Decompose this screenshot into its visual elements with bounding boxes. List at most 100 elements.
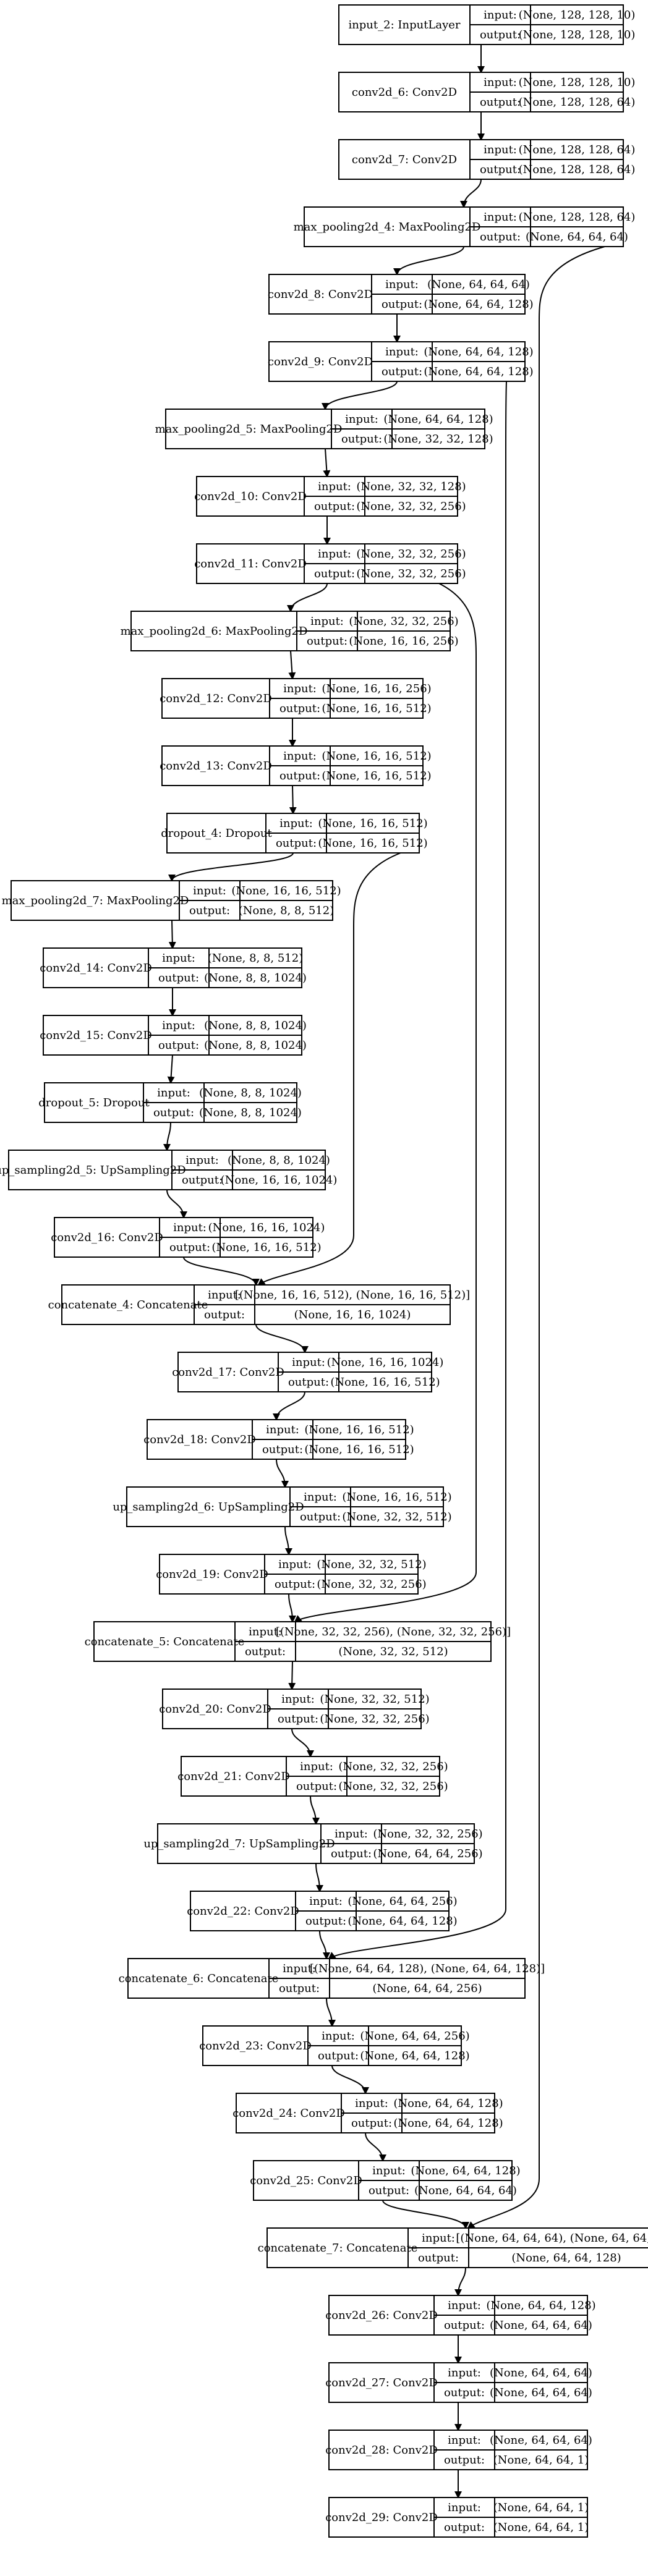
output-shape: (None, 32, 32, 256) <box>338 1780 448 1793</box>
layer-name: max_pooling2d_5: MaxPooling2D <box>155 423 343 436</box>
layer-node-concatenate_6: concatenate_6: Concatenateinput:output:[… <box>119 1958 545 1999</box>
output-shape: (None, 64, 64, 256) <box>373 1847 482 1860</box>
input-shape: (None, 64, 64, 128) <box>411 2164 520 2177</box>
output-shape: (None, 32, 32, 256) <box>320 1713 429 1726</box>
output-label: output: <box>331 1847 372 1860</box>
input-shape: (None, 64, 64, 128) <box>393 2097 503 2110</box>
output-label: output: <box>418 2252 459 2265</box>
output-shape: (None, 64, 64, 128) <box>424 365 533 378</box>
output-label: output: <box>189 904 230 917</box>
output-shape: (None, 32, 32, 512) <box>342 1510 451 1523</box>
edge-conv2d_17-to-conv2d_18 <box>273 1391 305 1421</box>
layer-name: conv2d_19: Conv2D <box>156 1568 268 1581</box>
output-shape: (None, 128, 128, 64) <box>519 163 636 176</box>
input-shape: (None, 64, 64, 128) <box>486 2299 595 2312</box>
edge-dropout_4-to-max_pooling2d_7 <box>168 852 294 882</box>
output-label: output: <box>314 567 355 580</box>
input-shape: (None, 32, 32, 128) <box>356 480 466 493</box>
input-label: input: <box>309 1895 343 1908</box>
output-shape: (None, 64, 64, 128) <box>393 2117 503 2130</box>
output-shape: (None, 16, 16, 256) <box>349 635 458 648</box>
output-label: output: <box>204 1308 245 1321</box>
output-label: output: <box>341 433 382 446</box>
output-label: output: <box>382 298 422 311</box>
layer-name: conv2d_27: Conv2D <box>325 2376 438 2389</box>
edge-max_pooling2d_4-to-conv2d_8 <box>393 246 464 276</box>
input-label: input: <box>281 1693 315 1706</box>
edge-dropout_4-to-concatenate_4 <box>257 852 401 1286</box>
layer-name: dropout_4: Dropout <box>161 827 272 840</box>
input-shape: (None, 16, 16, 1024) <box>208 1221 325 1234</box>
output-label: output: <box>369 2184 409 2197</box>
output-label: output: <box>279 1982 320 1995</box>
layer-name: conv2d_23: Conv2D <box>199 2040 312 2053</box>
output-shape: (None, 64, 64, 64) <box>490 2386 592 2399</box>
layer-name: conv2d_25: Conv2D <box>250 2174 362 2187</box>
output-label: output: <box>296 1780 337 1793</box>
output-shape: (None, 8, 8, 1024) <box>204 972 307 985</box>
edge-conv2d_9-to-max_pooling2d_5 <box>322 381 398 410</box>
layer-name: conv2d_9: Conv2D <box>268 355 373 368</box>
layer-name: dropout_5: Dropout <box>38 1096 150 1109</box>
input-shape: (None, 16, 16, 512) <box>342 1491 451 1504</box>
layer-name: conv2d_18: Conv2D <box>143 1433 256 1446</box>
input-label: input: <box>304 1491 337 1504</box>
output-shape: (None, 64, 64, 64) <box>414 2184 517 2197</box>
layer-node-max_pooling2d_6: max_pooling2d_6: MaxPooling2Dinput:outpu… <box>121 611 459 651</box>
output-shape: (None, 128, 128, 10) <box>519 28 636 41</box>
input-label: input: <box>484 211 517 224</box>
layer-name: conv2d_13: Conv2D <box>160 760 272 773</box>
edge-conv2d_19-to-concatenate_5 <box>288 1593 296 1623</box>
output-label: output: <box>288 1376 329 1389</box>
input-shape: (None, 64, 64, 128) <box>383 413 493 426</box>
output-label: output: <box>444 2454 485 2467</box>
layer-name: concatenate_6: Concatenate <box>119 1972 279 1985</box>
input-shape: (None, 128, 128, 64) <box>519 211 636 224</box>
input-shape: (None, 16, 16, 1024) <box>327 1356 444 1369</box>
input-label: input: <box>162 1019 195 1032</box>
output-label: output: <box>480 28 521 41</box>
layer-name: conv2d_12: Conv2D <box>160 692 272 705</box>
edge-up_sampling2d_5-to-conv2d_16 <box>166 1189 187 1219</box>
edge-conv2d_20-to-conv2d_21 <box>291 1728 314 1758</box>
output-shape: (None, 128, 128, 64) <box>519 96 636 109</box>
layer-name: conv2d_20: Conv2D <box>159 1703 271 1716</box>
input-shape: (None, 8, 8, 1024) <box>199 1087 302 1099</box>
output-shape: (None, 16, 16, 512) <box>322 769 431 782</box>
output-shape: (None, 64, 64, 128) <box>424 298 533 311</box>
layer-name: concatenate_5: Concatenate <box>85 1635 245 1648</box>
edge-concatenate_7-to-conv2d_26 <box>454 2267 466 2297</box>
layer-name: conv2d_29: Conv2D <box>325 2511 438 2524</box>
input-shape: (None, 32, 32, 256) <box>356 548 466 561</box>
output-shape: (None, 8, 8, 1024) <box>199 1106 302 1119</box>
input-label: input: <box>310 615 344 628</box>
layer-name: max_pooling2d_4: MaxPooling2D <box>294 221 481 234</box>
layer-node-up_sampling2d_7: up_sampling2d_7: UpSampling2Dinput:outpu… <box>143 1823 483 1864</box>
edge-max_pooling2d_7-to-conv2d_14 <box>168 920 176 949</box>
output-shape: (None, 16, 16, 1024) <box>221 1174 338 1187</box>
output-shape: (None, 64, 64, 1) <box>493 2521 589 2534</box>
edge-max_pooling2d_5-to-conv2d_10 <box>323 448 331 478</box>
edge-conv2d_18-to-up_sampling2d_6 <box>276 1459 289 1488</box>
input-shape: [(None, 64, 64, 64), (None, 64, 64, 64)] <box>456 2232 648 2245</box>
layer-node-up_sampling2d_5: up_sampling2d_5: UpSampling2Dinput:outpu… <box>0 1150 337 1190</box>
output-label: output: <box>480 163 521 176</box>
layer-name: conv2d_15: Conv2D <box>40 1029 152 1042</box>
output-shape: (None, 16, 16, 512) <box>304 1443 414 1456</box>
output-label: output: <box>351 2117 392 2130</box>
input-shape: (None, 16, 16, 256) <box>322 682 431 695</box>
